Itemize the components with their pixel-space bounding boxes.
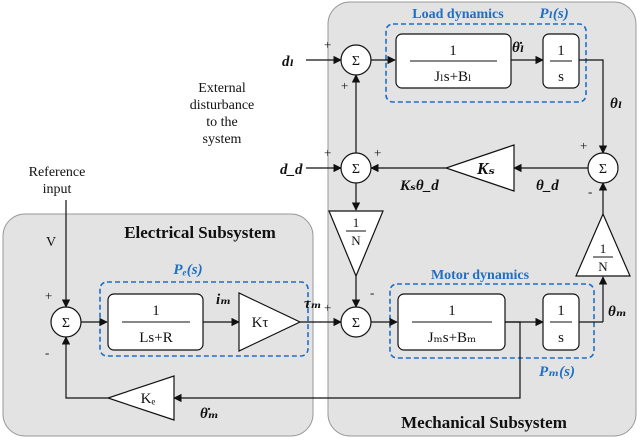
svg-text:Kτ: Kτ <box>252 315 269 331</box>
summing-junction-torque: Σ <box>340 306 372 338</box>
signal-ks-theta-d: Kₛθ_d <box>399 178 439 194</box>
reference-input-note: Reference input <box>29 165 86 197</box>
svg-text:Kₑ: Kₑ <box>141 391 156 407</box>
ks-gain-block: Kₛ <box>444 144 515 192</box>
junction-signs: + + + + + - + - + - <box>45 37 592 360</box>
sign-load-left: + <box>324 37 331 52</box>
svg-text:1: 1 <box>600 241 607 256</box>
svg-text:Jₗs+Bₗ: Jₗs+Bₗ <box>434 69 471 85</box>
electrical-subsystem-title: Electrical Subsystem <box>124 223 276 242</box>
signal-theta-l-dot: θ̇ₗ <box>512 40 524 56</box>
svg-text:1: 1 <box>449 43 457 59</box>
sign-torque-top: - <box>370 285 374 300</box>
sign-dist-right: + <box>374 145 381 160</box>
sign-error-bottom: - <box>588 184 592 199</box>
signal-wires <box>61 55 608 403</box>
svg-text:1: 1 <box>152 303 160 319</box>
load-integrator-block: 1 s <box>542 33 580 89</box>
load-dynamics-label: Load dynamics <box>412 7 504 22</box>
svg-text:Σ: Σ <box>352 54 360 69</box>
svg-text:to the: to the <box>206 115 238 130</box>
svg-text:1: 1 <box>557 303 565 319</box>
summing-junction-voltage: Σ <box>50 306 82 338</box>
sign-dist-left: + <box>324 145 331 160</box>
electrical-transfer-block: 1 Ls+R <box>107 293 204 351</box>
external-disturbance-note: External disturbance to the system <box>190 81 255 147</box>
svg-text:Reference: Reference <box>29 165 86 180</box>
signal-theta-d: θ_d <box>536 178 559 194</box>
load-transfer-block: 1 Jₗs+Bₗ <box>395 33 512 89</box>
electrical-dynamics-group <box>99 281 309 357</box>
ktau-gain-block: Kτ <box>238 292 302 352</box>
svg-text:Σ: Σ <box>599 162 607 177</box>
electrical-transfer-label: Pₑ(s) <box>173 262 202 278</box>
svg-text:system: system <box>203 132 242 147</box>
svg-text:Σ: Σ <box>352 162 360 177</box>
svg-text:1: 1 <box>448 303 456 319</box>
load-dynamics-group <box>385 23 587 103</box>
svg-text:External: External <box>198 81 246 96</box>
gear-ratio-up-block: 1 N <box>575 212 631 277</box>
motor-transfer-label: Pₘ(s) <box>539 364 575 380</box>
signal-tau-m: τₘ <box>304 296 322 312</box>
summing-junction-load: Σ <box>340 44 372 76</box>
sign-voltage-bottom: - <box>45 345 49 360</box>
svg-text:Ls+R: Ls+R <box>139 330 172 346</box>
signal-theta-m: θₘ <box>608 304 627 320</box>
motor-integrator-block: 1 s <box>542 293 580 351</box>
svg-text:disturbance: disturbance <box>190 98 255 113</box>
signal-theta-l: θₗ <box>610 96 622 112</box>
signal-theta-m-dot: θ̇ₘ <box>200 406 219 422</box>
load-transfer-label: Pₗ(s) <box>539 6 568 22</box>
svg-text:Σ: Σ <box>352 316 360 331</box>
ke-gain-block: Kₑ <box>106 375 175 421</box>
svg-text:s: s <box>558 330 564 346</box>
signal-i-m: iₘ <box>216 292 231 308</box>
sign-voltage-top: + <box>45 288 52 303</box>
svg-text:1: 1 <box>557 43 565 59</box>
svg-text:1: 1 <box>353 215 360 230</box>
summing-junction-disturbance: Σ <box>340 152 372 184</box>
signal-v: V <box>46 235 56 250</box>
svg-text:Σ: Σ <box>62 316 70 331</box>
svg-text:s: s <box>558 69 564 85</box>
svg-text:Kₛ: Kₛ <box>476 159 495 178</box>
sign-torque-left: + <box>324 300 331 315</box>
mechanical-subsystem-title: Mechanical Subsystem <box>401 413 567 432</box>
sign-error-top: + <box>580 138 587 153</box>
svg-text:Jₘs+Bₘ: Jₘs+Bₘ <box>428 330 477 346</box>
svg-text:N: N <box>351 233 361 248</box>
signal-d-d: d_d <box>280 162 303 178</box>
summing-junction-error: Σ <box>587 152 619 184</box>
motor-dynamics-label: Motor dynamics <box>431 268 530 283</box>
gear-ratio-down-block: 1 N <box>328 210 384 278</box>
sign-load-bottom: + <box>341 78 348 93</box>
svg-text:N: N <box>598 259 608 274</box>
motor-transfer-block: 1 Jₘs+Bₘ <box>397 293 506 351</box>
signal-d-l: dₗ <box>282 54 294 70</box>
svg-text:input: input <box>43 182 72 197</box>
